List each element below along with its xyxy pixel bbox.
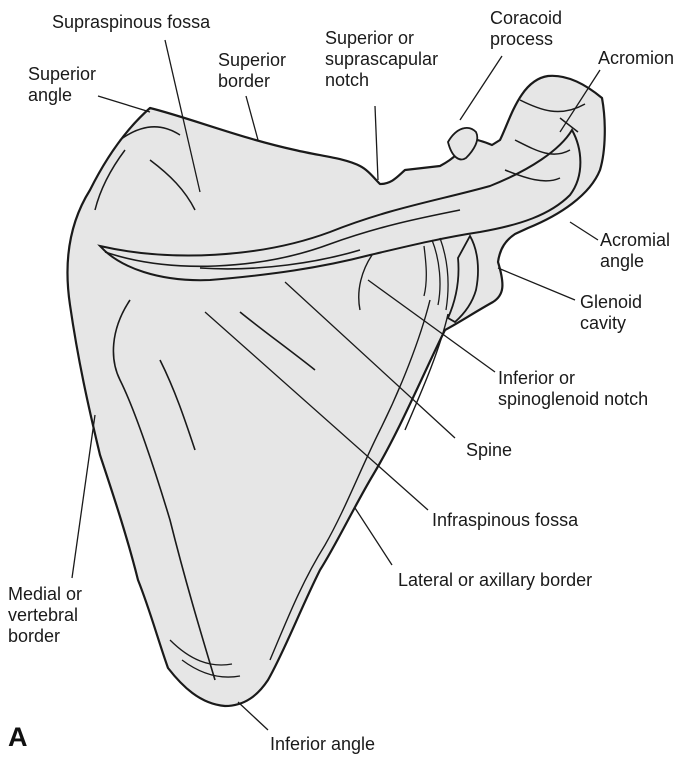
label-line: notch xyxy=(325,70,438,91)
leader-inferior-angle xyxy=(238,702,268,730)
label-line: Superior xyxy=(28,64,96,85)
label-line: Coracoid xyxy=(490,8,562,29)
leader-notch xyxy=(375,106,378,180)
label-line: angle xyxy=(600,251,670,272)
label-line: spinoglenoid notch xyxy=(498,389,648,410)
label-line: Supraspinous fossa xyxy=(52,12,210,33)
label-line: border xyxy=(218,71,286,92)
label-supraspinous-fossa: Supraspinous fossa xyxy=(52,12,210,33)
leader-glenoid xyxy=(498,268,575,300)
label-line: Acromion xyxy=(598,48,674,69)
label-line: Glenoid xyxy=(580,292,642,313)
label-spine: Spine xyxy=(466,440,512,461)
label-line: Spine xyxy=(466,440,512,461)
label-line: Medial or xyxy=(8,584,82,605)
label-line: Inferior angle xyxy=(270,734,375,755)
leader-acromial-angle xyxy=(570,222,598,240)
panel-label: A xyxy=(8,722,28,753)
label-infraspinous-fossa: Infraspinous fossa xyxy=(432,510,578,531)
leader-superior-angle xyxy=(98,96,150,112)
label-lateral-border: Lateral or axillary border xyxy=(398,570,592,591)
leader-lateral-border xyxy=(355,508,392,565)
label-line: vertebral xyxy=(8,605,82,626)
label-line: process xyxy=(490,29,562,50)
label-line: Lateral or axillary border xyxy=(398,570,592,591)
label-line: angle xyxy=(28,85,96,106)
label-line: Superior or xyxy=(325,28,438,49)
label-line: Infraspinous fossa xyxy=(432,510,578,531)
label-acromion: Acromion xyxy=(598,48,674,69)
label-inferior-angle: Inferior angle xyxy=(270,734,375,755)
label-line: cavity xyxy=(580,313,642,334)
label-line: Acromial xyxy=(600,230,670,251)
leader-medial-border xyxy=(72,415,95,578)
label-line: Inferior or xyxy=(498,368,648,389)
label-line: Superior xyxy=(218,50,286,71)
label-line: border xyxy=(8,626,82,647)
leader-superior-border xyxy=(246,96,258,140)
label-line: suprascapular xyxy=(325,49,438,70)
leader-coracoid xyxy=(460,56,502,120)
